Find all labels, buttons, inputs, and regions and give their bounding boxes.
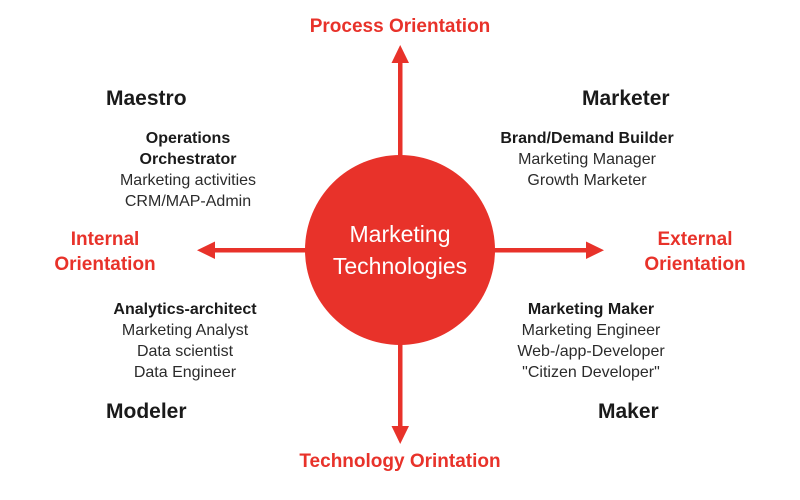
quadrant-bottom-right: Marketing Maker Marketing Engineer Web-/…: [478, 299, 704, 383]
arrow-up-icon: [391, 45, 409, 245]
axis-label-right-line1: External: [657, 229, 733, 250]
persona-title-modeler: Modeler: [106, 400, 187, 423]
quadrant-role-line1: Operations: [145, 130, 231, 147]
quadrant-item: Growth Marketer: [527, 172, 647, 189]
persona-title-maestro: Maestro: [106, 87, 187, 110]
quadrant-top-right: Brand/Demand Builder Marketing Manager G…: [474, 128, 700, 191]
quadrant-role-line1: Marketing Maker: [527, 301, 655, 318]
axis-label-right: External Orientation: [610, 227, 780, 277]
quadrant-item: Marketing Analyst: [121, 322, 249, 339]
center-label-line2: Technologies: [332, 253, 468, 279]
quadrant-item: Data scientist: [136, 343, 234, 360]
quadrant-role-line1: Brand/Demand Builder: [500, 130, 674, 147]
quadrant-item: Marketing Engineer: [521, 322, 661, 339]
center-label-line1: Marketing: [349, 221, 451, 247]
axis-label-bottom: Technology Orintation: [299, 451, 501, 472]
axis-label-left-line1: Internal: [70, 229, 140, 250]
axis-label-left: Internal Orientation: [20, 227, 190, 277]
axis-label-right-line2: Orientation: [644, 254, 746, 275]
quadrant-role-line2: Orchestrator: [139, 151, 237, 168]
axis-label-left-line2: Orientation: [54, 254, 156, 275]
quadrant-item: "Citizen Developer": [522, 364, 660, 381]
quadrant-item: Marketing Manager: [518, 151, 656, 168]
arrow-left-icon: [197, 241, 395, 259]
quadrant-item: Data Engineer: [133, 364, 237, 381]
center-circle: Marketing Technologies: [305, 155, 495, 345]
persona-title-marketer: Marketer: [582, 87, 670, 110]
axis-label-top: Process Orientation: [309, 16, 491, 37]
arrow-right-icon: [405, 241, 604, 259]
quadrant-item: Web-/app-Developer: [517, 343, 665, 360]
persona-title-maker: Maker: [598, 400, 659, 423]
quadrant-item: Marketing activities: [119, 172, 257, 189]
quadrant-top-left: Operations Orchestrator Marketing activi…: [75, 128, 301, 212]
quadrant-item: CRM/MAP-Admin: [124, 193, 252, 210]
quadrant-role-line1: Analytics-architect: [113, 301, 257, 318]
quadrant-bottom-left: Analytics-architect Marketing Analyst Da…: [72, 299, 298, 383]
